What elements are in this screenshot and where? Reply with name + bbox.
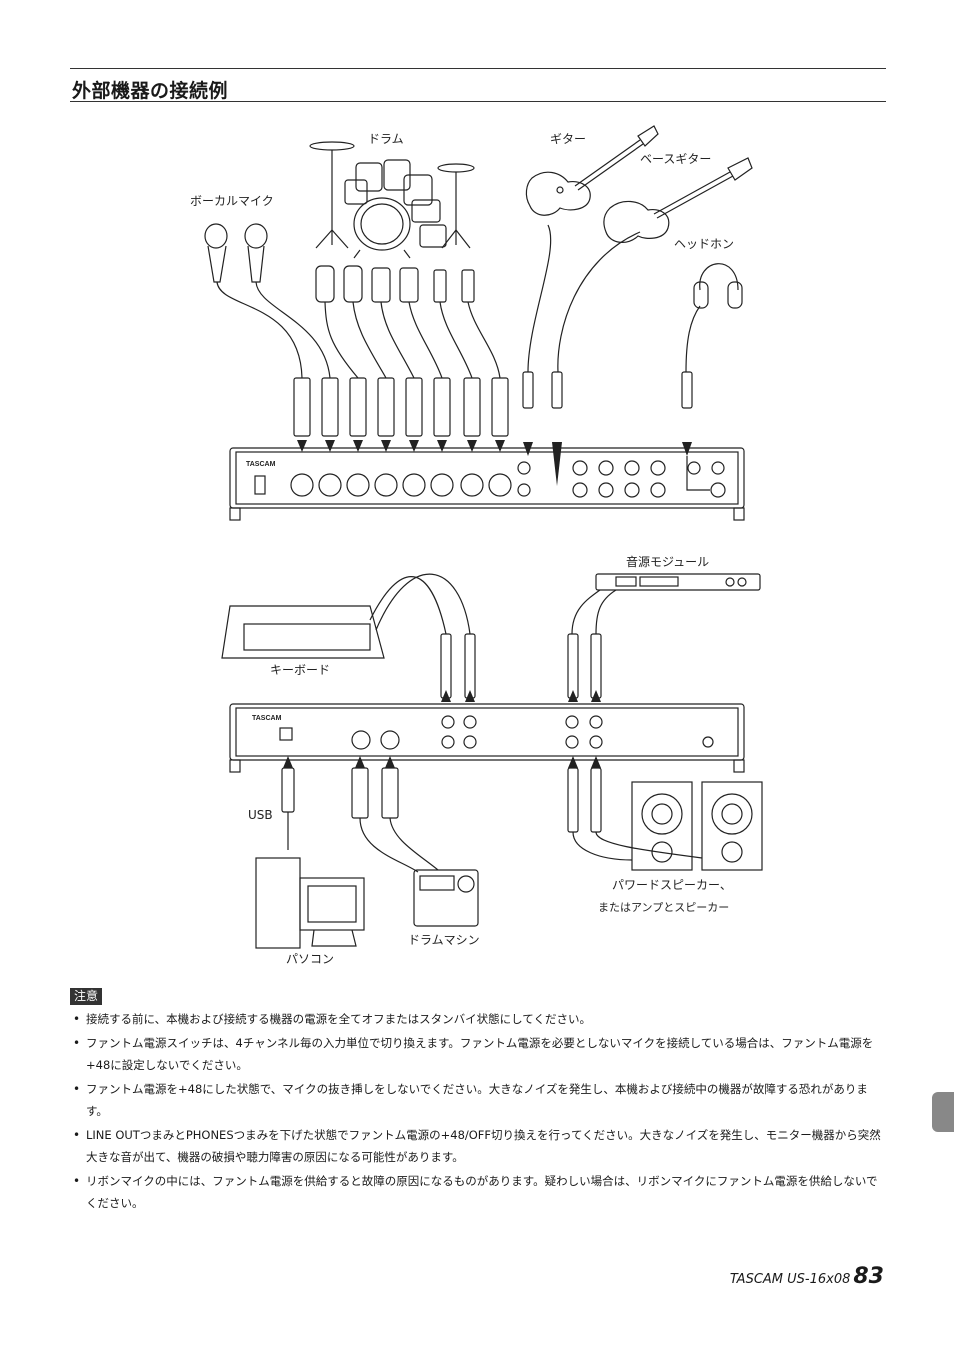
section-tab-marker xyxy=(932,1092,954,1132)
caution-item: ファントム電源スイッチは、4チャンネル毎の入力単位で切り換えます。ファントム電源… xyxy=(70,1032,888,1076)
label-keyboard: キーボード xyxy=(270,663,330,677)
guitar-illustration xyxy=(525,125,659,216)
caution-item: 接続する前に、本機および接続する機器の電源を全てオフまたはスタンバイ状態にしてく… xyxy=(70,1008,888,1030)
connection-diagram: TASCAM TASCAM ドラム ギター ベースギター ボーカルマイク ヘッド… xyxy=(190,125,763,966)
label-usb: USB xyxy=(248,808,273,822)
input-arrows xyxy=(297,440,692,486)
caution-list: 接続する前に、本機および接続する機器の電源を全てオフまたはスタンバイ状態にしてく… xyxy=(70,1008,888,1216)
heading-bottom-rule xyxy=(70,101,886,102)
heading-top-rule xyxy=(70,68,886,69)
label-guitar: ギター xyxy=(550,132,586,146)
computer-illustration xyxy=(255,767,365,949)
label-bass-guitar: ベースギター xyxy=(640,152,711,166)
caution-badge: 注意 xyxy=(70,988,103,1005)
rear-input-plugs xyxy=(440,633,602,699)
output-arrows xyxy=(283,690,601,768)
bass-guitar-illustration xyxy=(603,157,753,243)
label-drums: ドラム xyxy=(368,132,404,146)
rear-brand: TASCAM xyxy=(252,715,282,722)
drum-machine-illustration xyxy=(351,767,479,927)
label-sound-module: 音源モジュール xyxy=(626,554,709,569)
label-vocal-mic: ボーカルマイク xyxy=(190,194,274,208)
sound-module-illustration xyxy=(571,573,761,635)
keyboard-illustration xyxy=(221,573,471,659)
drum-kit-illustration xyxy=(309,141,475,259)
front-panel-device xyxy=(229,447,745,521)
label-headphones: ヘッドホン xyxy=(674,237,734,251)
label-amp-and-speakers: またはアンプとスピーカー xyxy=(598,901,729,914)
caution-item: LINE OUTつまみとPHONESつまみを下げた状態でファントム電源の+48/… xyxy=(70,1124,888,1168)
rear-panel-device xyxy=(229,703,745,773)
page-number: 83 xyxy=(853,1264,884,1289)
speakers-illustration xyxy=(567,767,763,871)
label-drum-machine: ドラムマシン xyxy=(408,933,480,947)
footer-brand-model: TASCAM US-16x08 xyxy=(729,1272,851,1287)
xlr-plugs xyxy=(293,371,693,437)
front-brand: TASCAM xyxy=(246,461,276,468)
caution-item: リボンマイクの中には、ファントム電源を供給すると故障の原因になるものがあります。… xyxy=(70,1170,888,1214)
label-powered-speakers: パワードスピーカー、 xyxy=(612,878,732,892)
label-computer: パソコン xyxy=(286,952,334,966)
headphones-illustration xyxy=(685,263,743,373)
vocal-mic-illustration xyxy=(204,223,331,379)
page-title: 外部機器の接続例 xyxy=(72,80,229,102)
caution-item: ファントム電源を+48にした状態で、マイクの抜き挿しをしないでください。大きなノ… xyxy=(70,1078,888,1122)
drum-mics-illustration xyxy=(315,224,641,379)
